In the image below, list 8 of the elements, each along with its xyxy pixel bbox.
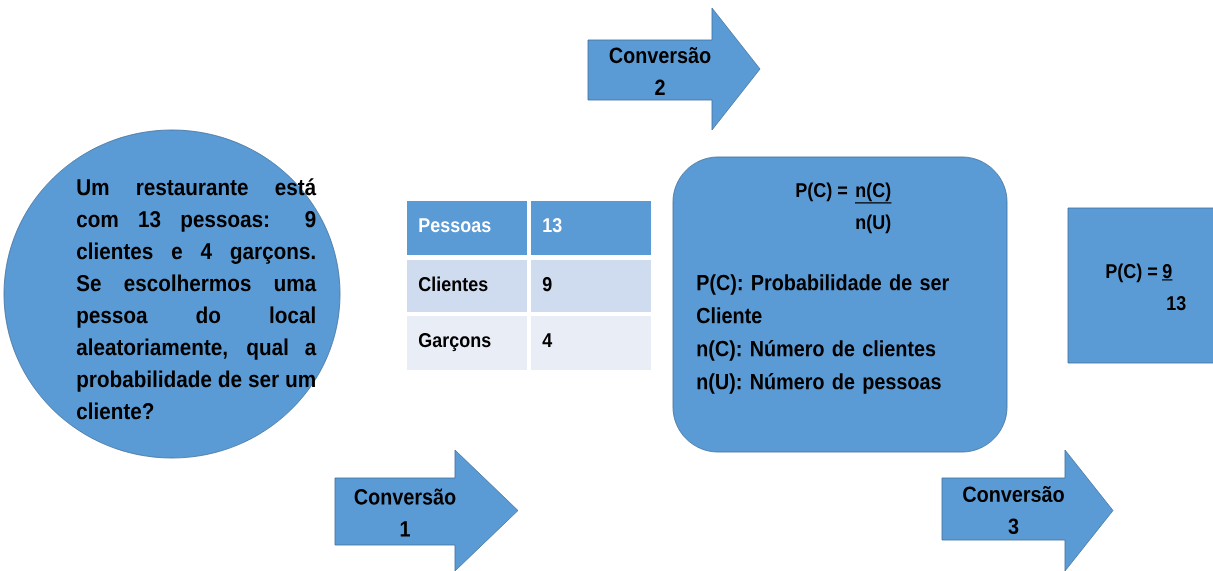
table-cell: 4 [531, 316, 651, 370]
table-cell: Garçons [407, 316, 527, 370]
table-cell: 13 [531, 201, 651, 255]
table-cell: Pessoas [407, 201, 527, 255]
table-cell: Clientes [407, 260, 527, 312]
result-box: P(C) = 9 13 [1067, 207, 1213, 364]
rounded-box: P(C) = n(C) n(U) P(C): Probabilidade de ser Cliente n(C): Número de clientes n(U): Número de pessoas [672, 156, 1008, 453]
table-cell: 9 [531, 260, 651, 312]
